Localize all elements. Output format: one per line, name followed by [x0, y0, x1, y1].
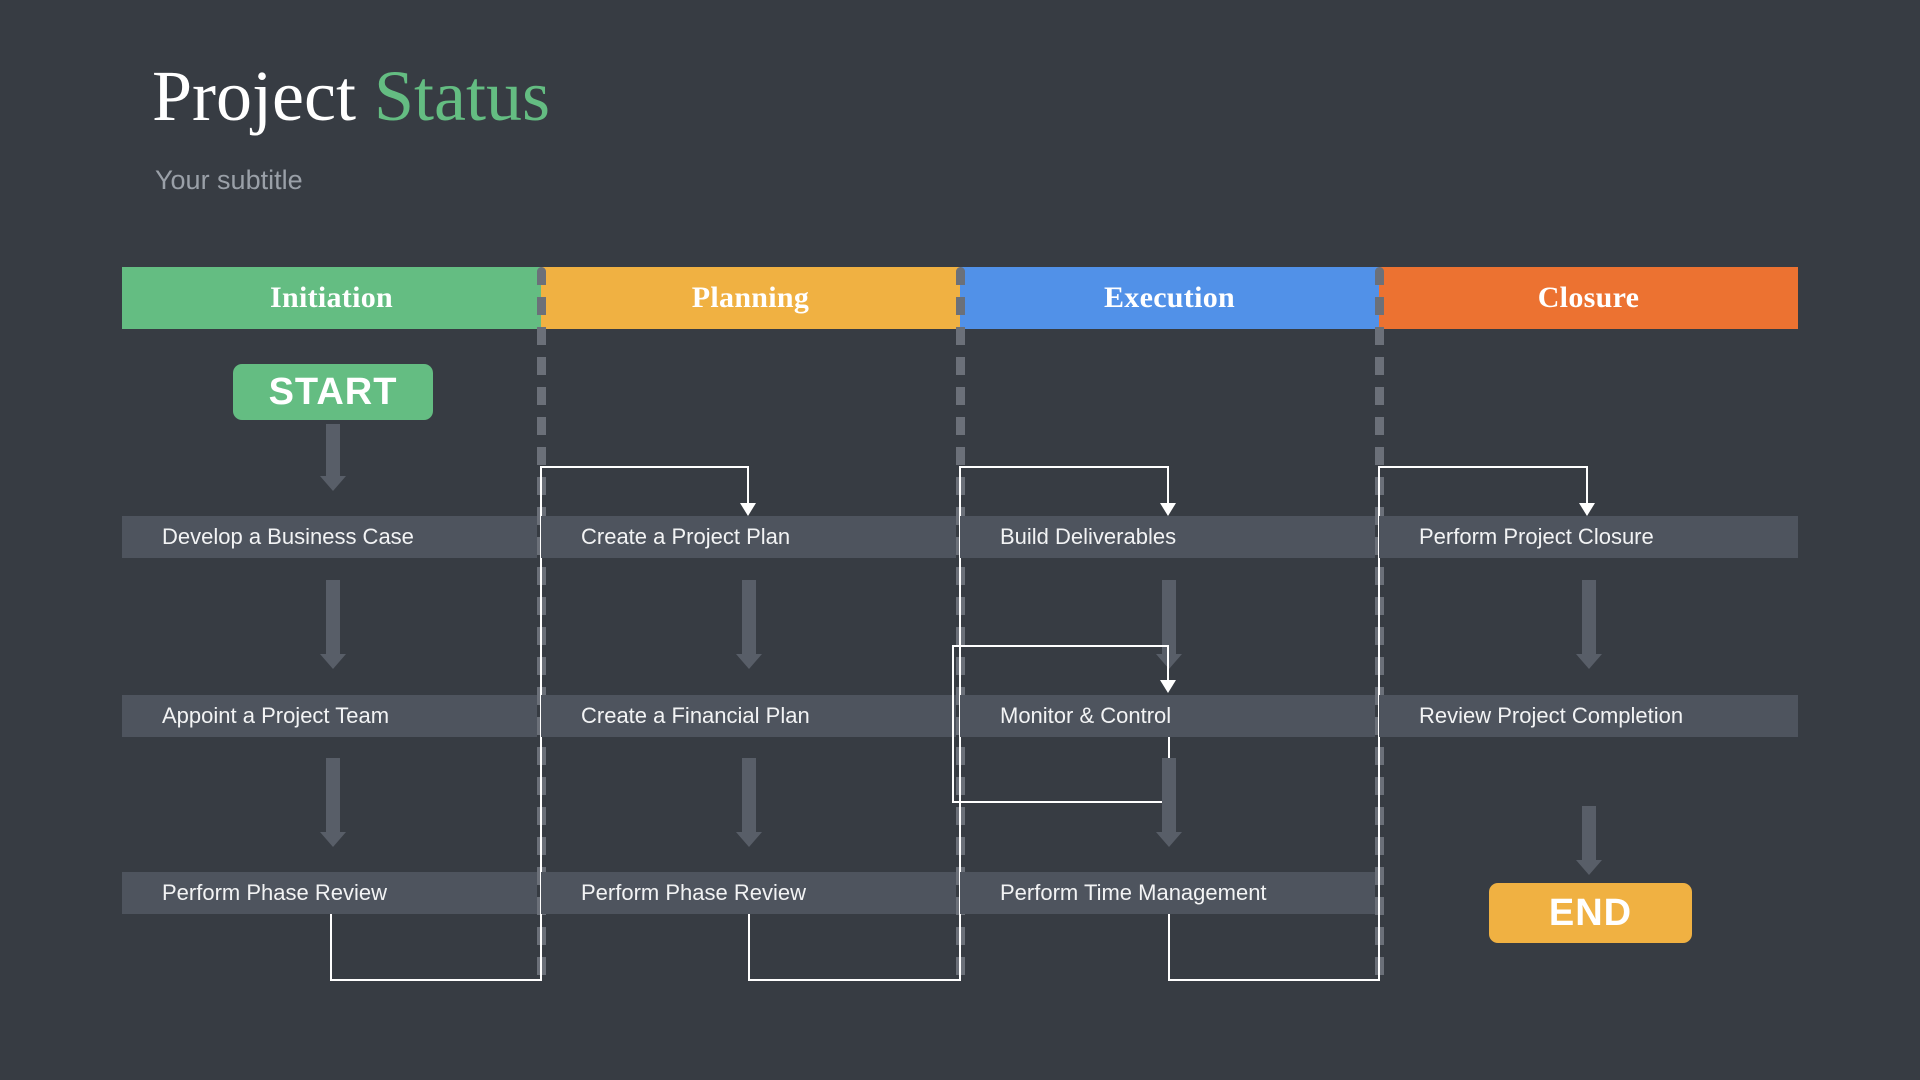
connector-planning-return-horizontal: [748, 979, 961, 981]
arrowhead-planning-task1: [740, 503, 756, 516]
task-initiation-2[interactable]: Appoint a Project Team: [122, 695, 537, 737]
task-execution-2[interactable]: Monitor & Control: [960, 695, 1375, 737]
end-button-label: END: [1548, 891, 1633, 934]
task-initiation-1-label: Develop a Business Case: [162, 524, 414, 549]
task-closure-2[interactable]: Review Project Completion: [1379, 695, 1798, 737]
phase-header-closure-label: Closure: [1537, 281, 1640, 314]
connector-closure-entry-drop: [1586, 466, 1588, 506]
connector-planning-entry-drop: [747, 466, 749, 506]
phase-header-closure[interactable]: Closure: [1379, 267, 1798, 329]
arrowhead-closure-task1: [1579, 503, 1595, 516]
task-execution-3-label: Perform Time Management: [1000, 880, 1267, 905]
page-title: Project Status: [152, 55, 550, 138]
task-initiation-2-label: Appoint a Project Team: [162, 703, 390, 728]
task-closure-1-label: Perform Project Closure: [1419, 524, 1654, 549]
connector-planning-return-vertical: [748, 914, 750, 981]
start-button[interactable]: START: [233, 364, 433, 420]
arrowhead-execution-task2: [1160, 680, 1176, 693]
phase-header-execution-label: Execution: [1103, 281, 1236, 314]
connector-closure-entry-horizontal: [1378, 466, 1588, 468]
connector-execution-monitor-entry-horizontal: [952, 645, 1169, 647]
task-planning-2[interactable]: Create a Financial Plan: [541, 695, 956, 737]
connector-execution-monitor-loop-bottom: [952, 801, 1170, 803]
page-subtitle: Your subtitle: [155, 165, 303, 195]
page-title-part2: Status: [373, 56, 550, 136]
phase-header-execution[interactable]: Execution: [960, 267, 1379, 329]
task-initiation-1[interactable]: Develop a Business Case: [122, 516, 537, 558]
page-title-part1: Project: [152, 56, 356, 136]
connector-execution-monitor-loop-left: [952, 645, 954, 803]
phase-header-planning-label: Planning: [691, 281, 810, 314]
phase-header-initiation-label: Initiation: [269, 281, 394, 314]
phase-header-planning[interactable]: Planning: [541, 267, 960, 329]
start-button-label: START: [268, 370, 398, 413]
task-execution-1[interactable]: Build Deliverables: [960, 516, 1375, 558]
task-closure-2-label: Review Project Completion: [1419, 703, 1684, 728]
connector-initiation-return-horizontal: [330, 979, 542, 981]
arrowhead-execution-task1: [1160, 503, 1176, 516]
task-closure-1[interactable]: Perform Project Closure: [1379, 516, 1798, 558]
connector-execution-entry-drop: [1167, 466, 1169, 506]
task-initiation-3-label: Perform Phase Review: [162, 880, 387, 905]
phase-header-bar: Initiation Planning Execution Closure: [122, 267, 1798, 329]
task-execution-2-label: Monitor & Control: [1000, 703, 1172, 728]
connector-execution-monitor-entry-drop: [1167, 645, 1169, 683]
task-execution-1-label: Build Deliverables: [1000, 524, 1177, 549]
task-planning-1-label: Create a Project Plan: [581, 524, 791, 549]
phase-header-initiation[interactable]: Initiation: [122, 267, 541, 329]
connector-execution-return-vertical: [1168, 914, 1170, 981]
task-planning-2-label: Create a Financial Plan: [581, 703, 810, 728]
connector-execution-entry-horizontal: [959, 466, 1169, 468]
task-initiation-3[interactable]: Perform Phase Review: [122, 872, 537, 914]
task-planning-3-label: Perform Phase Review: [581, 880, 806, 905]
connector-initiation-return-vertical: [330, 914, 332, 981]
end-button[interactable]: END: [1489, 883, 1692, 943]
connector-planning-entry-horizontal: [540, 466, 749, 468]
task-planning-3[interactable]: Perform Phase Review: [541, 872, 956, 914]
task-planning-1[interactable]: Create a Project Plan: [541, 516, 956, 558]
connector-execution-return-horizontal: [1168, 979, 1380, 981]
task-execution-3[interactable]: Perform Time Management: [960, 872, 1375, 914]
